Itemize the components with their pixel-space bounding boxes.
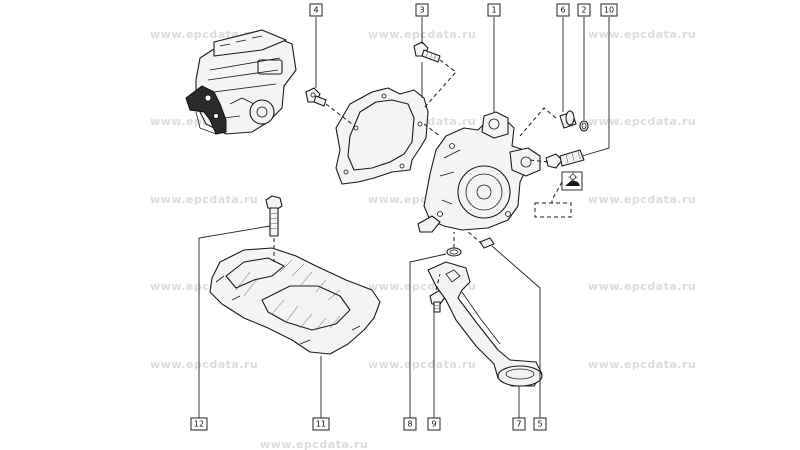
watermark-text: www.epcdata.ru bbox=[150, 358, 258, 371]
watermark-text: www.epcdata.ru bbox=[150, 193, 258, 206]
callout-11[interactable]: 11 bbox=[312, 417, 330, 431]
bolt-part-3 bbox=[413, 41, 441, 63]
callout-10[interactable]: 10 bbox=[600, 3, 618, 17]
watermark-text: www.epcdata.ru bbox=[368, 358, 476, 371]
callout-8[interactable]: 8 bbox=[403, 417, 417, 431]
callout-number: 5 bbox=[537, 420, 542, 429]
callout-number: 8 bbox=[407, 420, 412, 429]
dashed-reference-box bbox=[534, 202, 572, 218]
o-ring-part-2 bbox=[579, 120, 589, 132]
callout-9[interactable]: 9 bbox=[427, 417, 441, 431]
dowel-part-5 bbox=[479, 237, 495, 249]
callout-number: 4 bbox=[313, 6, 318, 15]
callout-7[interactable]: 7 bbox=[512, 417, 526, 431]
bolt-part-4 bbox=[305, 87, 327, 107]
callout-number: 11 bbox=[316, 420, 326, 429]
watermark-text: www.epcdata.ru bbox=[588, 115, 696, 128]
oil-baffle-plate-part-11 bbox=[209, 247, 381, 355]
bolt-part-12 bbox=[265, 195, 283, 237]
sleeve-part-6 bbox=[559, 110, 577, 129]
watermark-text: www.epcdata.ru bbox=[260, 438, 368, 450]
callout-number: 6 bbox=[560, 6, 565, 15]
engine-assembly-illustration bbox=[185, 29, 297, 135]
callout-5[interactable]: 5 bbox=[533, 417, 547, 431]
oil-pressure-switch-part-10 bbox=[545, 149, 585, 169]
callout-number: 10 bbox=[604, 6, 614, 15]
oil-warning-icon bbox=[561, 171, 583, 191]
callout-number: 12 bbox=[194, 420, 204, 429]
callout-2[interactable]: 2 bbox=[577, 3, 591, 17]
o-ring-part-8 bbox=[446, 247, 462, 257]
callout-1[interactable]: 1 bbox=[487, 3, 501, 17]
callout-12[interactable]: 12 bbox=[190, 417, 208, 431]
leader-lines bbox=[198, 17, 610, 418]
callout-number: 2 bbox=[581, 6, 586, 15]
callout-number: 7 bbox=[516, 420, 521, 429]
callout-number: 1 bbox=[491, 6, 496, 15]
watermark-text: www.epcdata.ru bbox=[588, 193, 696, 206]
watermark-text: www.epcdata.ru bbox=[588, 358, 696, 371]
callout-number: 9 bbox=[431, 420, 436, 429]
callout-3[interactable]: 3 bbox=[415, 3, 429, 17]
watermark-text: www.epcdata.ru bbox=[588, 28, 696, 41]
timing-cover-gasket bbox=[335, 87, 429, 185]
callout-6[interactable]: 6 bbox=[556, 3, 570, 17]
callout-4[interactable]: 4 bbox=[309, 3, 323, 17]
oil-pump-housing bbox=[417, 111, 541, 233]
callout-number: 3 bbox=[419, 6, 424, 15]
oil-pickup-strainer-part-7 bbox=[427, 261, 543, 387]
watermark-text: www.epcdata.ru bbox=[588, 280, 696, 293]
